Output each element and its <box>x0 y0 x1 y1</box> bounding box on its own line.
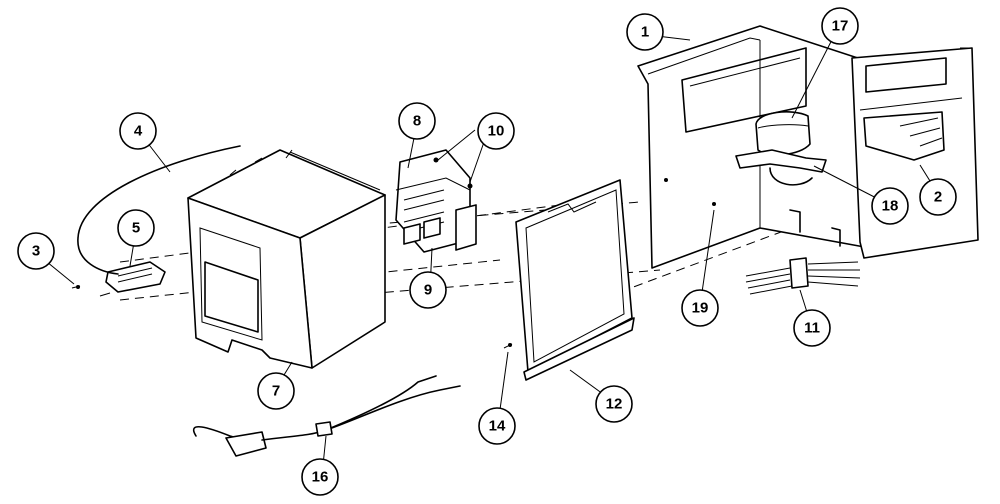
callout-11-label: 11 <box>804 320 820 337</box>
part-1-cabinet <box>637 25 871 269</box>
callout-18-label: 18 <box>882 198 899 215</box>
callout-7: 7 <box>257 372 295 410</box>
callout-12-label: 12 <box>606 396 623 413</box>
callout-3: 3 <box>17 232 55 270</box>
callout-2-label: 2 <box>934 189 942 206</box>
part-16-power-cord <box>193 375 461 457</box>
callout-19-label: 19 <box>692 300 709 317</box>
callout-9-label: 9 <box>424 282 432 299</box>
callout-17-label: 17 <box>832 18 849 35</box>
callout-5: 5 <box>117 209 155 247</box>
callout-8: 8 <box>398 102 436 140</box>
part-2-side-panel <box>851 47 979 259</box>
callout-16: 16 <box>301 458 339 496</box>
callout-4: 4 <box>119 112 157 150</box>
callout-3-label: 3 <box>32 243 40 260</box>
part-7-housing <box>187 149 386 369</box>
callout-2: 2 <box>919 178 957 216</box>
callout-1: 1 <box>626 13 664 51</box>
part-5-bracket <box>99 261 166 297</box>
callout-7-label: 7 <box>272 383 280 400</box>
callout-11: 11 <box>793 309 831 347</box>
callout-14-label: 14 <box>489 418 506 435</box>
part-4-wire <box>77 145 241 275</box>
callout-5-label: 5 <box>132 220 140 237</box>
callout-8-label: 8 <box>413 113 421 130</box>
part-12-door-panel <box>515 179 635 381</box>
callout-10-label: 10 <box>488 123 505 140</box>
callout-10: 10 <box>477 112 515 150</box>
part-17-reservoir <box>755 111 811 156</box>
callout-4-label: 4 <box>134 123 143 140</box>
callout-16-label: 16 <box>312 469 329 486</box>
callout-14: 14 <box>478 407 516 445</box>
part-14-screw <box>503 343 513 349</box>
callout-17: 17 <box>821 7 859 45</box>
part-8-control-module <box>395 149 477 253</box>
callout-1-label: 1 <box>641 24 649 41</box>
part-11-harness-connector <box>745 257 861 295</box>
callout-18: 18 <box>871 187 909 225</box>
part-18-bracket <box>735 149 827 186</box>
callout-19: 19 <box>681 289 719 327</box>
callout-9: 9 <box>409 271 447 309</box>
callout-12: 12 <box>595 385 633 423</box>
part-3-screw <box>71 285 81 289</box>
